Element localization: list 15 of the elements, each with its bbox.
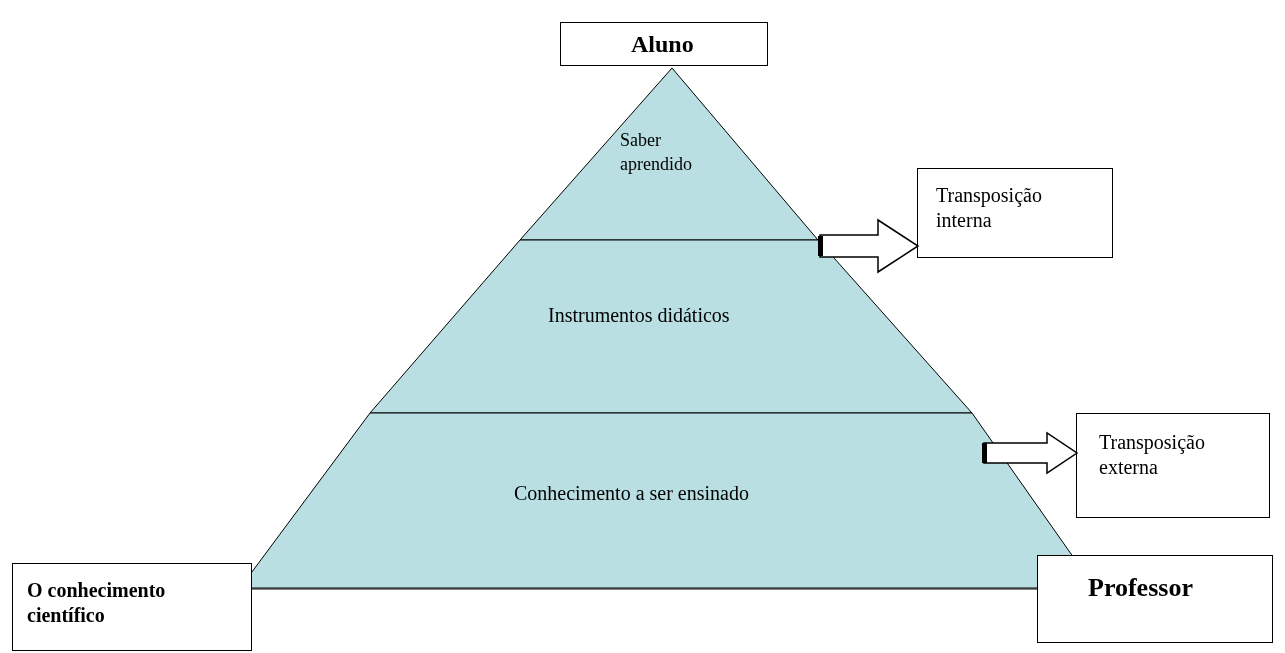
- text-box: [917, 168, 1113, 258]
- text-box: [1076, 413, 1270, 518]
- block-arrow: [818, 218, 920, 274]
- text-box: [12, 563, 252, 651]
- layer-label: Instrumentos didáticos: [548, 303, 731, 328]
- box-label: Transposição externa: [1099, 430, 1206, 480]
- text-box: [1037, 555, 1273, 643]
- box-label: Transposição interna: [936, 183, 1043, 233]
- layer-label: Conhecimento a ser ensinado: [514, 481, 750, 506]
- box-label: O conhecimento científico: [27, 578, 167, 628]
- block-arrow: [982, 431, 1079, 475]
- text-box: [560, 22, 768, 66]
- layer-label: Saber aprendido: [620, 129, 693, 177]
- box-label: Aluno: [631, 30, 695, 59]
- box-label: Professor: [1088, 572, 1194, 604]
